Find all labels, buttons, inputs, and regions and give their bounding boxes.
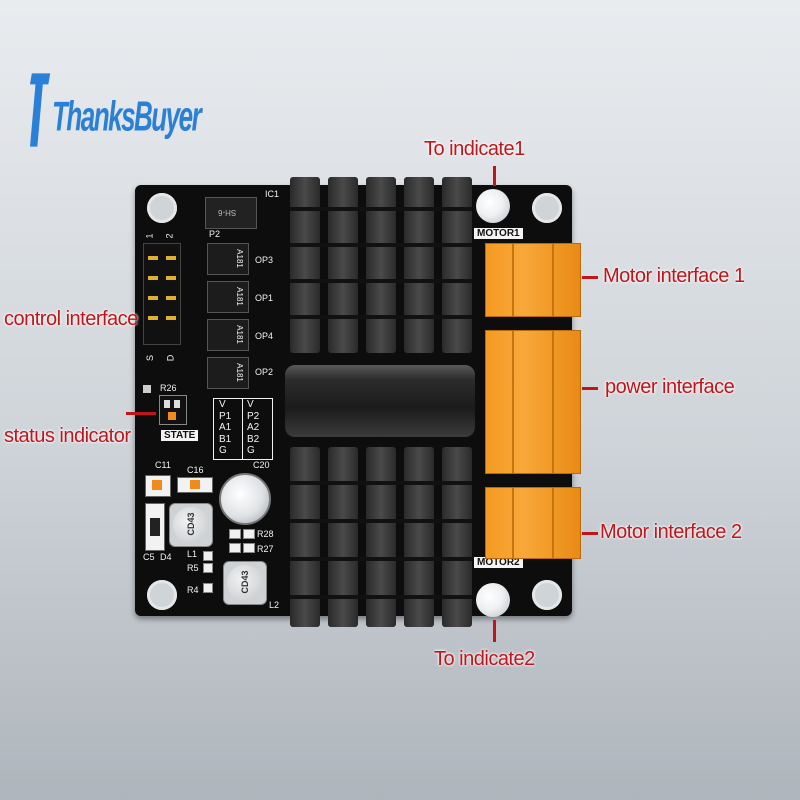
inductor-mark: CD43 bbox=[240, 570, 250, 594]
silk-ic1: IC1 bbox=[265, 189, 280, 199]
silk-pin-d: D bbox=[165, 354, 176, 362]
brand-logo: ThanksBuyer bbox=[30, 70, 202, 150]
silk-r5: R5 bbox=[187, 563, 199, 573]
optocoupler-op3: A181 bbox=[207, 243, 249, 275]
opto-mark: A181 bbox=[234, 249, 244, 268]
opto-mark: A181 bbox=[234, 363, 244, 382]
annotation-leader bbox=[493, 166, 496, 186]
capacitor-c16 bbox=[177, 477, 213, 493]
resistor-pair-r28-r27 bbox=[229, 529, 257, 553]
annotation-leader bbox=[582, 387, 598, 390]
inductor-l2: CD43 bbox=[223, 561, 267, 605]
heatsink-bottom bbox=[290, 447, 472, 627]
annotation-leader bbox=[582, 532, 598, 535]
annotation-motor-interface-2: Motor interface 2 bbox=[600, 521, 742, 543]
mounting-hole bbox=[532, 193, 562, 223]
terminal-power bbox=[485, 330, 581, 474]
annotation-indicate1: To indicate1 bbox=[424, 138, 525, 160]
silk-l2: L2 bbox=[269, 600, 280, 610]
diode-d4 bbox=[145, 503, 165, 551]
ic1-chip-mark: SH-6 bbox=[218, 208, 237, 217]
optocoupler-op2: A181 bbox=[207, 357, 249, 389]
inductor-l1: CD43 bbox=[169, 503, 213, 547]
mounting-hole bbox=[532, 580, 562, 610]
opto-mark: A181 bbox=[234, 325, 244, 344]
ic1-chip: SH-6 bbox=[205, 197, 257, 229]
electrolytic-capacitor-c20 bbox=[219, 473, 271, 525]
annotation-power-interface: power interface bbox=[605, 376, 735, 398]
capacitor-c11 bbox=[145, 475, 171, 497]
silk-op3: OP3 bbox=[255, 255, 274, 265]
silk-c20: C20 bbox=[253, 460, 270, 470]
driver-board: SH-6 IC1 P2 1 2 S D A181 OP3 A181 OP1 A1… bbox=[135, 177, 581, 627]
annotation-indicate2: To indicate2 bbox=[434, 648, 535, 670]
pin-table: V P1 A1 B1 G V P2 A2 B2 G bbox=[213, 398, 273, 460]
silk-pin2: 2 bbox=[164, 233, 175, 239]
control-header-p2 bbox=[143, 243, 181, 345]
silk-c16: C16 bbox=[187, 465, 204, 475]
silk-d4: D4 bbox=[160, 552, 172, 562]
silk-r28: R28 bbox=[257, 529, 274, 539]
status-led bbox=[159, 395, 187, 425]
silk-op1: OP1 bbox=[255, 293, 274, 303]
optocoupler-op4: A181 bbox=[207, 319, 249, 351]
annotation-leader bbox=[582, 276, 598, 279]
silk-state: STATE bbox=[161, 430, 199, 441]
opto-mark: A181 bbox=[234, 287, 244, 306]
power-cylinder bbox=[285, 365, 475, 437]
inductor-mark: CD43 bbox=[186, 512, 196, 536]
silk-motor2: MOTOR2 bbox=[474, 557, 523, 568]
smd-resistor bbox=[203, 563, 213, 573]
smd-pad bbox=[143, 385, 151, 393]
silk-op2: OP2 bbox=[255, 367, 274, 377]
silk-r4: R4 bbox=[187, 585, 199, 595]
indicator-led-2 bbox=[476, 583, 510, 617]
silk-l1: L1 bbox=[187, 549, 198, 559]
silk-c5: C5 bbox=[143, 552, 155, 562]
annotation-motor-interface-1: Motor interface 1 bbox=[603, 265, 745, 287]
pin-table-col2: V P2 A2 B2 G bbox=[247, 399, 260, 456]
silk-c11: C11 bbox=[155, 460, 171, 470]
silk-pin1: 1 bbox=[144, 233, 155, 239]
silk-op4: OP4 bbox=[255, 331, 274, 341]
heatsink-top bbox=[290, 177, 472, 353]
brand-logo-text: ThanksBuyer bbox=[52, 92, 202, 140]
silk-p2: P2 bbox=[209, 229, 221, 239]
silk-pin-s: S bbox=[145, 354, 156, 362]
smd-resistor bbox=[203, 583, 213, 593]
smd-resistor bbox=[203, 551, 213, 561]
terminal-motor2 bbox=[485, 487, 581, 559]
silk-r26: R26 bbox=[160, 383, 177, 393]
silk-r27: R27 bbox=[257, 544, 274, 554]
optocoupler-op1: A181 bbox=[207, 281, 249, 313]
pin-table-col1: V P1 A1 B1 G bbox=[219, 399, 232, 456]
annotation-leader bbox=[126, 412, 156, 415]
silk-motor1: MOTOR1 bbox=[474, 228, 523, 239]
mounting-hole bbox=[147, 580, 177, 610]
annotation-control-interface: control interface bbox=[4, 308, 138, 330]
annotation-leader bbox=[493, 620, 496, 642]
terminal-motor1 bbox=[485, 243, 581, 317]
annotation-status-indicator: status indicator bbox=[4, 425, 131, 447]
mounting-hole bbox=[147, 193, 177, 223]
brand-logo-mark bbox=[30, 73, 51, 147]
indicator-led-1 bbox=[476, 189, 510, 223]
